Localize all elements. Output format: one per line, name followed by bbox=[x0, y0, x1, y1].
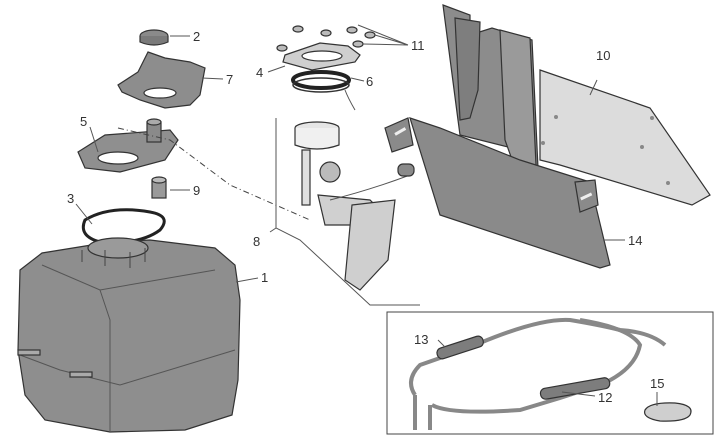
part-4-flange-plate bbox=[282, 42, 361, 71]
part-3-gasket bbox=[81, 208, 166, 244]
callout-10: 10 bbox=[596, 48, 610, 63]
callout-7: 7 bbox=[226, 72, 233, 87]
leader-lines bbox=[75, 24, 658, 406]
callout-9: 9 bbox=[193, 183, 200, 198]
part-5-neck-plate bbox=[77, 118, 179, 173]
callout-14: 14 bbox=[628, 233, 642, 248]
part-10-heat-shield bbox=[539, 69, 711, 206]
callout-5: 5 bbox=[80, 114, 87, 129]
part-15-label-plate bbox=[643, 402, 692, 422]
callout-15: 15 bbox=[650, 376, 664, 391]
part-9-neck-sleeve bbox=[151, 176, 167, 199]
callout-2: 2 bbox=[193, 29, 200, 44]
part-8-fuel-pump bbox=[275, 89, 420, 306]
callout-4: 4 bbox=[256, 65, 263, 80]
callout-11: 11 bbox=[411, 38, 425, 53]
part-6-seal-ring bbox=[291, 70, 351, 93]
part-7-splash-cover bbox=[117, 51, 206, 109]
callout-12: 12 bbox=[598, 390, 612, 405]
part-12-hose-lower bbox=[413, 318, 643, 430]
callout-13: 13 bbox=[414, 332, 428, 347]
hose-inset-box bbox=[386, 311, 714, 435]
callouts: 2 7 5 3 9 1 4 6 11 8 10 14 13 12 15 bbox=[67, 29, 664, 405]
callout-8: 8 bbox=[253, 234, 260, 249]
part-1-fuel-tank bbox=[17, 237, 241, 433]
callout-1: 1 bbox=[261, 270, 268, 285]
part-2-filler-cap bbox=[139, 29, 169, 46]
callout-6: 6 bbox=[366, 74, 373, 89]
centerline bbox=[117, 127, 311, 221]
callout-3: 3 bbox=[67, 191, 74, 206]
part-14-support-bracket bbox=[384, 4, 611, 269]
part-13-hose-upper bbox=[409, 317, 667, 397]
